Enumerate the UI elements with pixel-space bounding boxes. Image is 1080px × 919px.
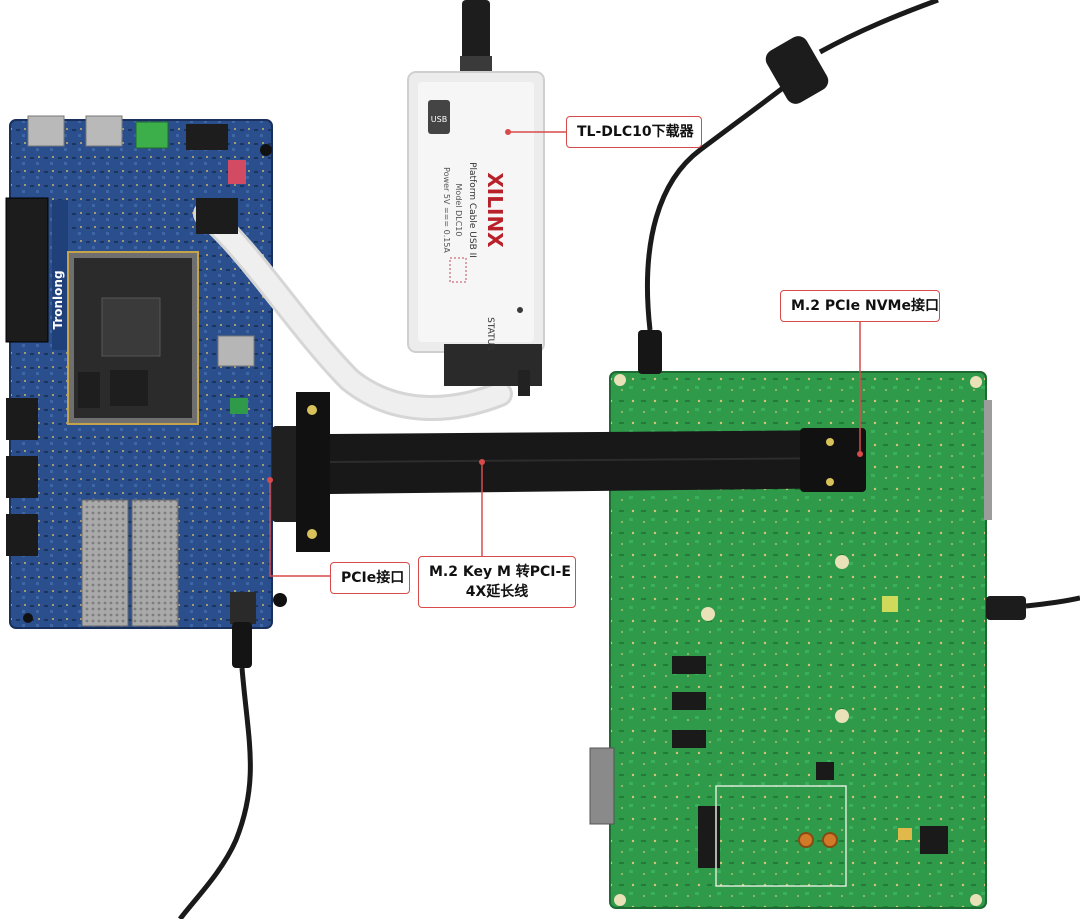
power-cable-right: [638, 0, 1080, 620]
model-text: Model DLC10: [454, 184, 463, 237]
m2-slot: [698, 806, 720, 868]
hdmi-port: [85, 115, 123, 147]
fpga-board: Tronlong: [5, 115, 287, 629]
sfp-cage: [81, 499, 129, 627]
board-logo-text: Tronlong: [51, 270, 65, 329]
serial-connector: [589, 747, 615, 825]
power-terminal: [135, 121, 169, 149]
side-connector: [6, 456, 38, 498]
callout-extension-line1: M.2 Key M 转PCI-E: [429, 564, 571, 580]
leader-lines: [267, 129, 863, 577]
ic-chip: [672, 656, 706, 674]
product-name-text: Platform Cable USB II: [467, 162, 477, 258]
callout-downloader: TL-DLC10下载器: [566, 116, 702, 148]
sd-card-slot: [217, 335, 255, 367]
ic-chip: [672, 692, 706, 710]
sfp-cage: [131, 499, 179, 627]
power-cable-left: [178, 592, 256, 919]
dip-switch: [228, 160, 246, 184]
xilinx-brand-text: XILINX: [483, 172, 507, 248]
status-text: STATUS: [485, 317, 495, 351]
callout-downloader-text: TL-DLC10下载器: [577, 124, 694, 140]
ic-chip: [672, 730, 706, 748]
side-connector: [6, 398, 38, 440]
usb-logo: [428, 100, 450, 134]
callout-pcie: PCIe接口: [330, 562, 410, 594]
status-led: [517, 307, 523, 313]
fmc-connector: [5, 197, 49, 343]
callout-extension-line2: 4X延长线: [465, 584, 529, 600]
fpga-chip: [101, 297, 161, 357]
callout-nvme-text: M.2 PCIe NVMe接口: [791, 298, 939, 314]
callout-nvme: M.2 PCIe NVMe接口: [780, 290, 940, 322]
extension-cable: [272, 392, 866, 552]
ribbon-connector: [196, 198, 238, 234]
nvme-board: [589, 371, 992, 909]
power-rating-text: Power 5V === 0.15A: [442, 167, 451, 253]
hdmi-port: [27, 115, 65, 147]
callout-extension: M.2 Key M 转PCI-E 4X延长线: [418, 556, 576, 608]
m2-adapter: [800, 428, 866, 492]
side-connector: [6, 514, 38, 556]
callout-pcie-text: PCIe接口: [341, 570, 405, 586]
leader-line-pcie: [269, 480, 330, 577]
usb-logo-text: USB: [431, 115, 447, 124]
header-connector: [186, 124, 228, 150]
jtag-downloader: XILINX Platform Cable USB II Model DLC10…: [407, 0, 545, 396]
